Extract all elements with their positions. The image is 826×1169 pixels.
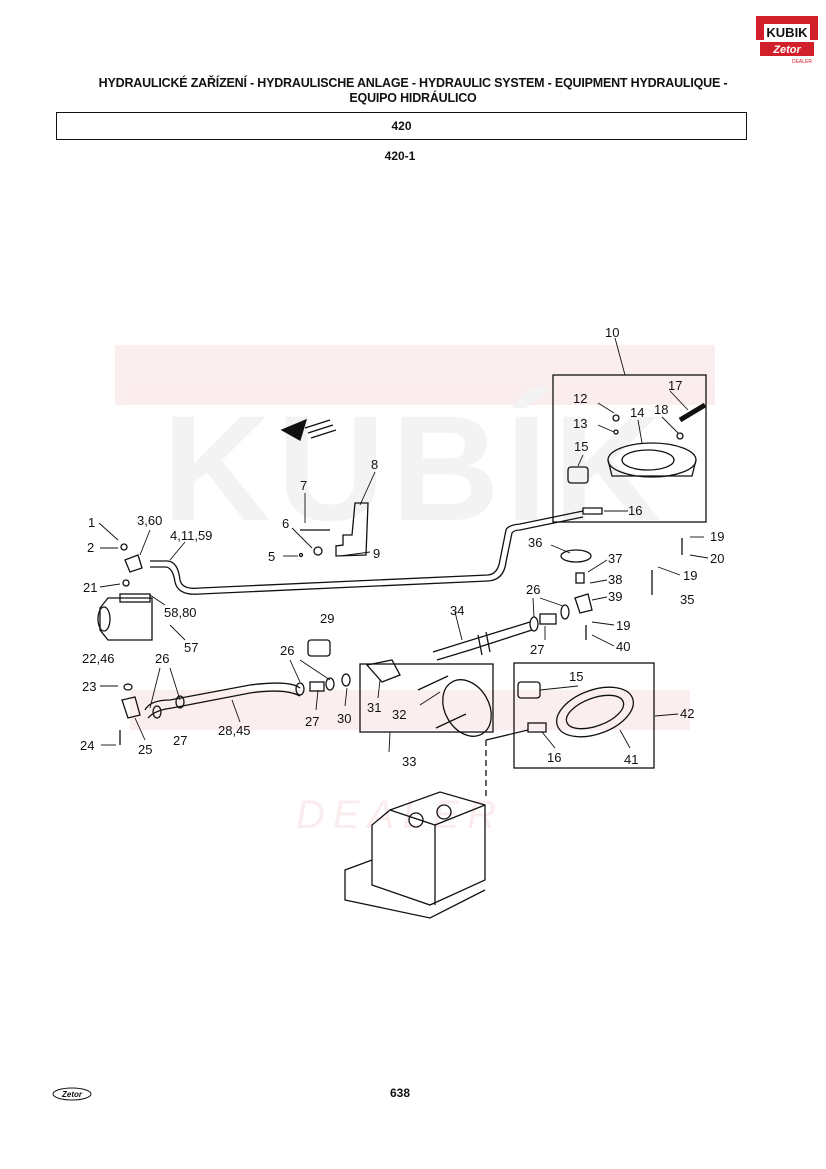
callout-32: 32 [392,707,406,722]
callout-31: 31 [367,700,381,715]
callout-19c: 19 [616,618,630,633]
zetor-footer-logo: Zetor [52,1087,92,1101]
callout-8: 8 [371,457,378,472]
title-line-2: EQUIPO HIDRÁULICO [349,91,477,105]
callout-37: 37 [608,551,622,566]
callout-9: 9 [373,546,380,561]
callout-13: 13 [573,416,587,431]
callout-16b: 16 [547,750,561,765]
callout-22-46: 22,46 [82,651,115,666]
callout-15b: 15 [569,669,583,684]
callout-16a: 16 [628,503,642,518]
page-title: HYDRAULICKÉ ZAŘÍZENÍ - HYDRAULISCHE ANLA… [40,76,786,106]
callout-39: 39 [608,589,622,604]
logo-bottom-text: Zetor [772,44,801,56]
subsection-number: 420-1 [384,149,416,163]
callout-41: 41 [624,752,638,767]
callout-6: 6 [282,516,289,531]
callout-4-11-59: 4,11,59 [170,528,212,543]
callout-24: 24 [80,738,94,753]
callout-1: 1 [88,515,95,530]
callout-15a: 15 [574,439,588,454]
callout-10: 10 [605,325,619,340]
callout-21: 21 [83,580,97,595]
logo-tag: DEALER [792,59,812,65]
callout-17: 17 [668,378,682,393]
callout-18: 18 [654,402,668,417]
callout-58-80: 58,80 [164,605,197,620]
title-line-1: HYDRAULICKÉ ZAŘÍZENÍ - HYDRAULISCHE ANLA… [98,76,728,90]
callout-35: 35 [680,592,694,607]
watermark: KUBÍK DEALER [115,345,715,837]
callout-57: 57 [184,640,198,655]
callout-25: 25 [138,742,152,757]
page-number: 638 [389,1086,411,1100]
callout-14: 14 [630,405,644,420]
callout-3-60: 3,60 [137,513,162,528]
callout-27c: 27 [530,642,544,657]
footer-logo-text: Zetor [61,1090,83,1099]
callout-20: 20 [710,551,724,566]
callout-23: 23 [82,679,96,694]
callout-19a: 19 [710,529,724,544]
callout-40: 40 [616,639,630,654]
logo-top-text: KUBIK [766,25,808,40]
callout-2: 2 [87,540,94,555]
kubik-zetor-logo: KUBIK Zetor DEALER [756,16,818,65]
callout-38: 38 [608,572,622,587]
callout-42: 42 [680,706,694,721]
section-number: 420 [56,112,747,140]
callout-28-45: 28,45 [218,723,251,738]
callout-12: 12 [573,391,587,406]
callout-26c: 26 [526,582,540,597]
callout-7: 7 [300,478,307,493]
callout-labels: 1 2 3,60 4,11,59 5 6 7 8 9 10 12 13 14 1… [80,325,724,769]
callout-34: 34 [450,603,464,618]
callout-5: 5 [268,549,275,564]
callout-29: 29 [320,611,334,626]
callout-26b: 26 [280,643,294,658]
callout-33: 33 [402,754,416,769]
hydraulic-parts-diagram: KUBÍK DEALER [80,325,724,919]
watermark-text: KUBÍK [163,384,668,552]
callout-27b: 27 [305,714,319,729]
callout-26a: 26 [155,651,169,666]
callout-19b: 19 [683,568,697,583]
callout-30: 30 [337,711,351,726]
watermark-sub: DEALER [296,793,504,837]
callout-36: 36 [528,535,542,550]
callout-27a: 27 [173,733,187,748]
